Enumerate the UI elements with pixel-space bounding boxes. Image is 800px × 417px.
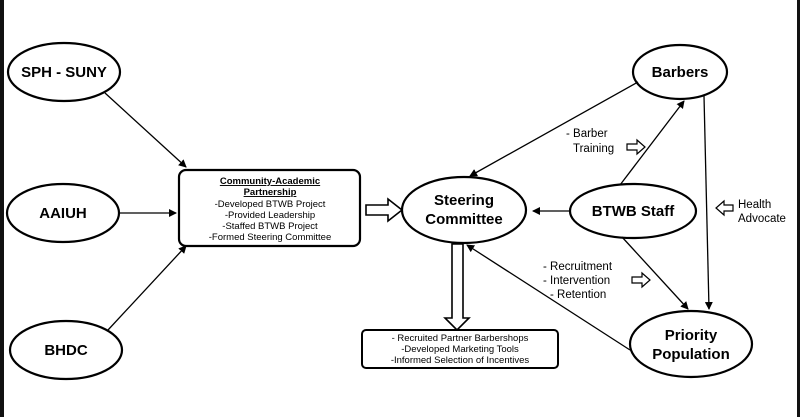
steering-committee-node bbox=[400, 175, 528, 245]
arrow-staff-to-priority bbox=[621, 236, 689, 310]
retention-label: - Retention bbox=[550, 289, 606, 301]
partnership-item: -Staffed BTWB Project bbox=[222, 221, 318, 232]
partnership-item: -Developed BTWB Project bbox=[215, 199, 326, 210]
steering-label-line1: Steering bbox=[434, 192, 494, 209]
outcomes-item: - Recruited Partner Barbershops bbox=[392, 333, 529, 344]
partnership-item: -Provided Leadership bbox=[225, 210, 315, 221]
sph-suny-node bbox=[6, 41, 122, 103]
steering-label-line2: Committee bbox=[425, 211, 503, 228]
priority-label-line1: Priority bbox=[665, 327, 718, 344]
arrow-priority-to-steering bbox=[466, 244, 631, 351]
bhdc-label: BHDC bbox=[44, 342, 87, 359]
hollow-arrow-barber-training bbox=[626, 138, 646, 156]
health-advocate-line1: Health bbox=[738, 199, 771, 211]
left-border bbox=[0, 0, 4, 417]
right-border bbox=[797, 0, 800, 417]
arrow-barbers-to-priority bbox=[703, 95, 713, 310]
block-arrow-partnership-to-steering bbox=[365, 197, 404, 223]
aaiuh-label: AAIUH bbox=[39, 205, 87, 222]
partnership-box bbox=[177, 168, 362, 248]
intervention-label: - Intervention bbox=[543, 275, 610, 287]
priority-label-line2: Population bbox=[652, 346, 730, 363]
priority-population-node bbox=[628, 309, 754, 379]
arrow-barbers-to-steering bbox=[469, 81, 639, 177]
btwb-staff-label: BTWB Staff bbox=[592, 203, 675, 220]
partnership-title-line2: Partnership bbox=[244, 187, 297, 198]
barbers-label: Barbers bbox=[652, 64, 709, 81]
barbers-node bbox=[631, 43, 729, 101]
block-arrow-steering-to-outcomes bbox=[443, 243, 471, 332]
barber-training-line2: Training bbox=[573, 143, 614, 155]
partnership-title-line1: Community-Academic bbox=[220, 176, 320, 187]
sph-suny-label: SPH - SUNY bbox=[21, 64, 107, 81]
outcomes-item: -Developed Marketing Tools bbox=[401, 344, 519, 355]
hollow-arrow-recruitment bbox=[631, 271, 651, 289]
outcomes-box bbox=[361, 329, 559, 369]
partnership-item: -Formed Steering Committee bbox=[209, 232, 331, 243]
arrow-staff-to-barbers bbox=[619, 100, 685, 186]
outcomes-item: -Informed Selection of Incentives bbox=[391, 355, 530, 366]
arrow-bhdc-to-partnership bbox=[107, 245, 187, 331]
barber-training-line1: - Barber bbox=[566, 128, 608, 140]
hollow-arrow-health-advocate bbox=[715, 199, 734, 217]
arrow-sph-to-partnership bbox=[104, 92, 187, 168]
bhdc-node bbox=[8, 319, 124, 381]
recruitment-label: - Recruitment bbox=[543, 261, 613, 273]
health-advocate-line2: Advocate bbox=[738, 213, 786, 225]
